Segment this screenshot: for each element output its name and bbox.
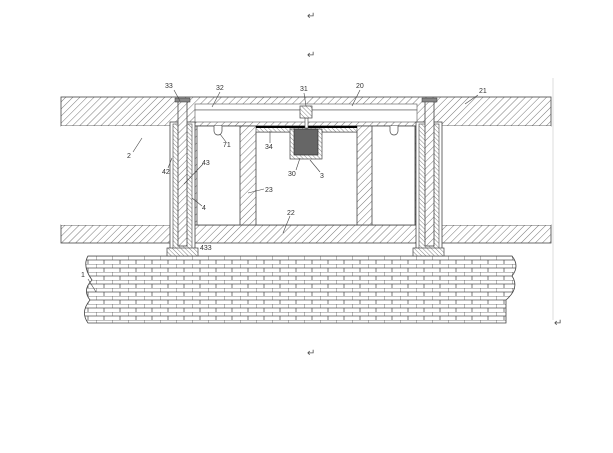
label-20: 20: [356, 83, 364, 90]
paragraph-mark: ↵: [307, 348, 316, 359]
label-4: 4: [202, 205, 206, 212]
paragraph-mark: ↵: [307, 11, 316, 22]
label-1: 1: [81, 272, 85, 279]
label-3: 3: [320, 173, 324, 180]
lamp: [389, 126, 399, 136]
label-42: 42: [162, 169, 170, 176]
label-71: 71: [223, 142, 231, 149]
label-433: 433: [200, 245, 212, 252]
label-43: 43: [202, 160, 210, 167]
label-32: 32: [216, 85, 224, 92]
slider-block: [299, 105, 313, 119]
label-33: 33: [165, 83, 173, 90]
label-2: 2: [127, 153, 131, 160]
open-left: [61, 126, 170, 225]
left-column: [166, 97, 199, 257]
device-rod: [304, 117, 309, 129]
paragraph-mark: ↵: [307, 50, 316, 61]
label-22: 22: [287, 210, 295, 217]
leader-lines: [87, 89, 479, 293]
lamp: [213, 126, 223, 136]
label-30: 30: [288, 171, 296, 178]
room-left: [196, 125, 241, 226]
bottom-slab: [60, 224, 552, 244]
brick-foundation: [84, 255, 517, 324]
room-right: [371, 125, 416, 226]
open-right: [442, 126, 551, 225]
right-column: [412, 97, 445, 257]
label-21: 21: [479, 88, 487, 95]
label-34: 34: [265, 144, 273, 151]
label-23: 23: [265, 187, 273, 194]
paragraph-mark: ↵: [554, 318, 563, 329]
device: [293, 128, 319, 156]
label-31: 31: [300, 86, 308, 93]
